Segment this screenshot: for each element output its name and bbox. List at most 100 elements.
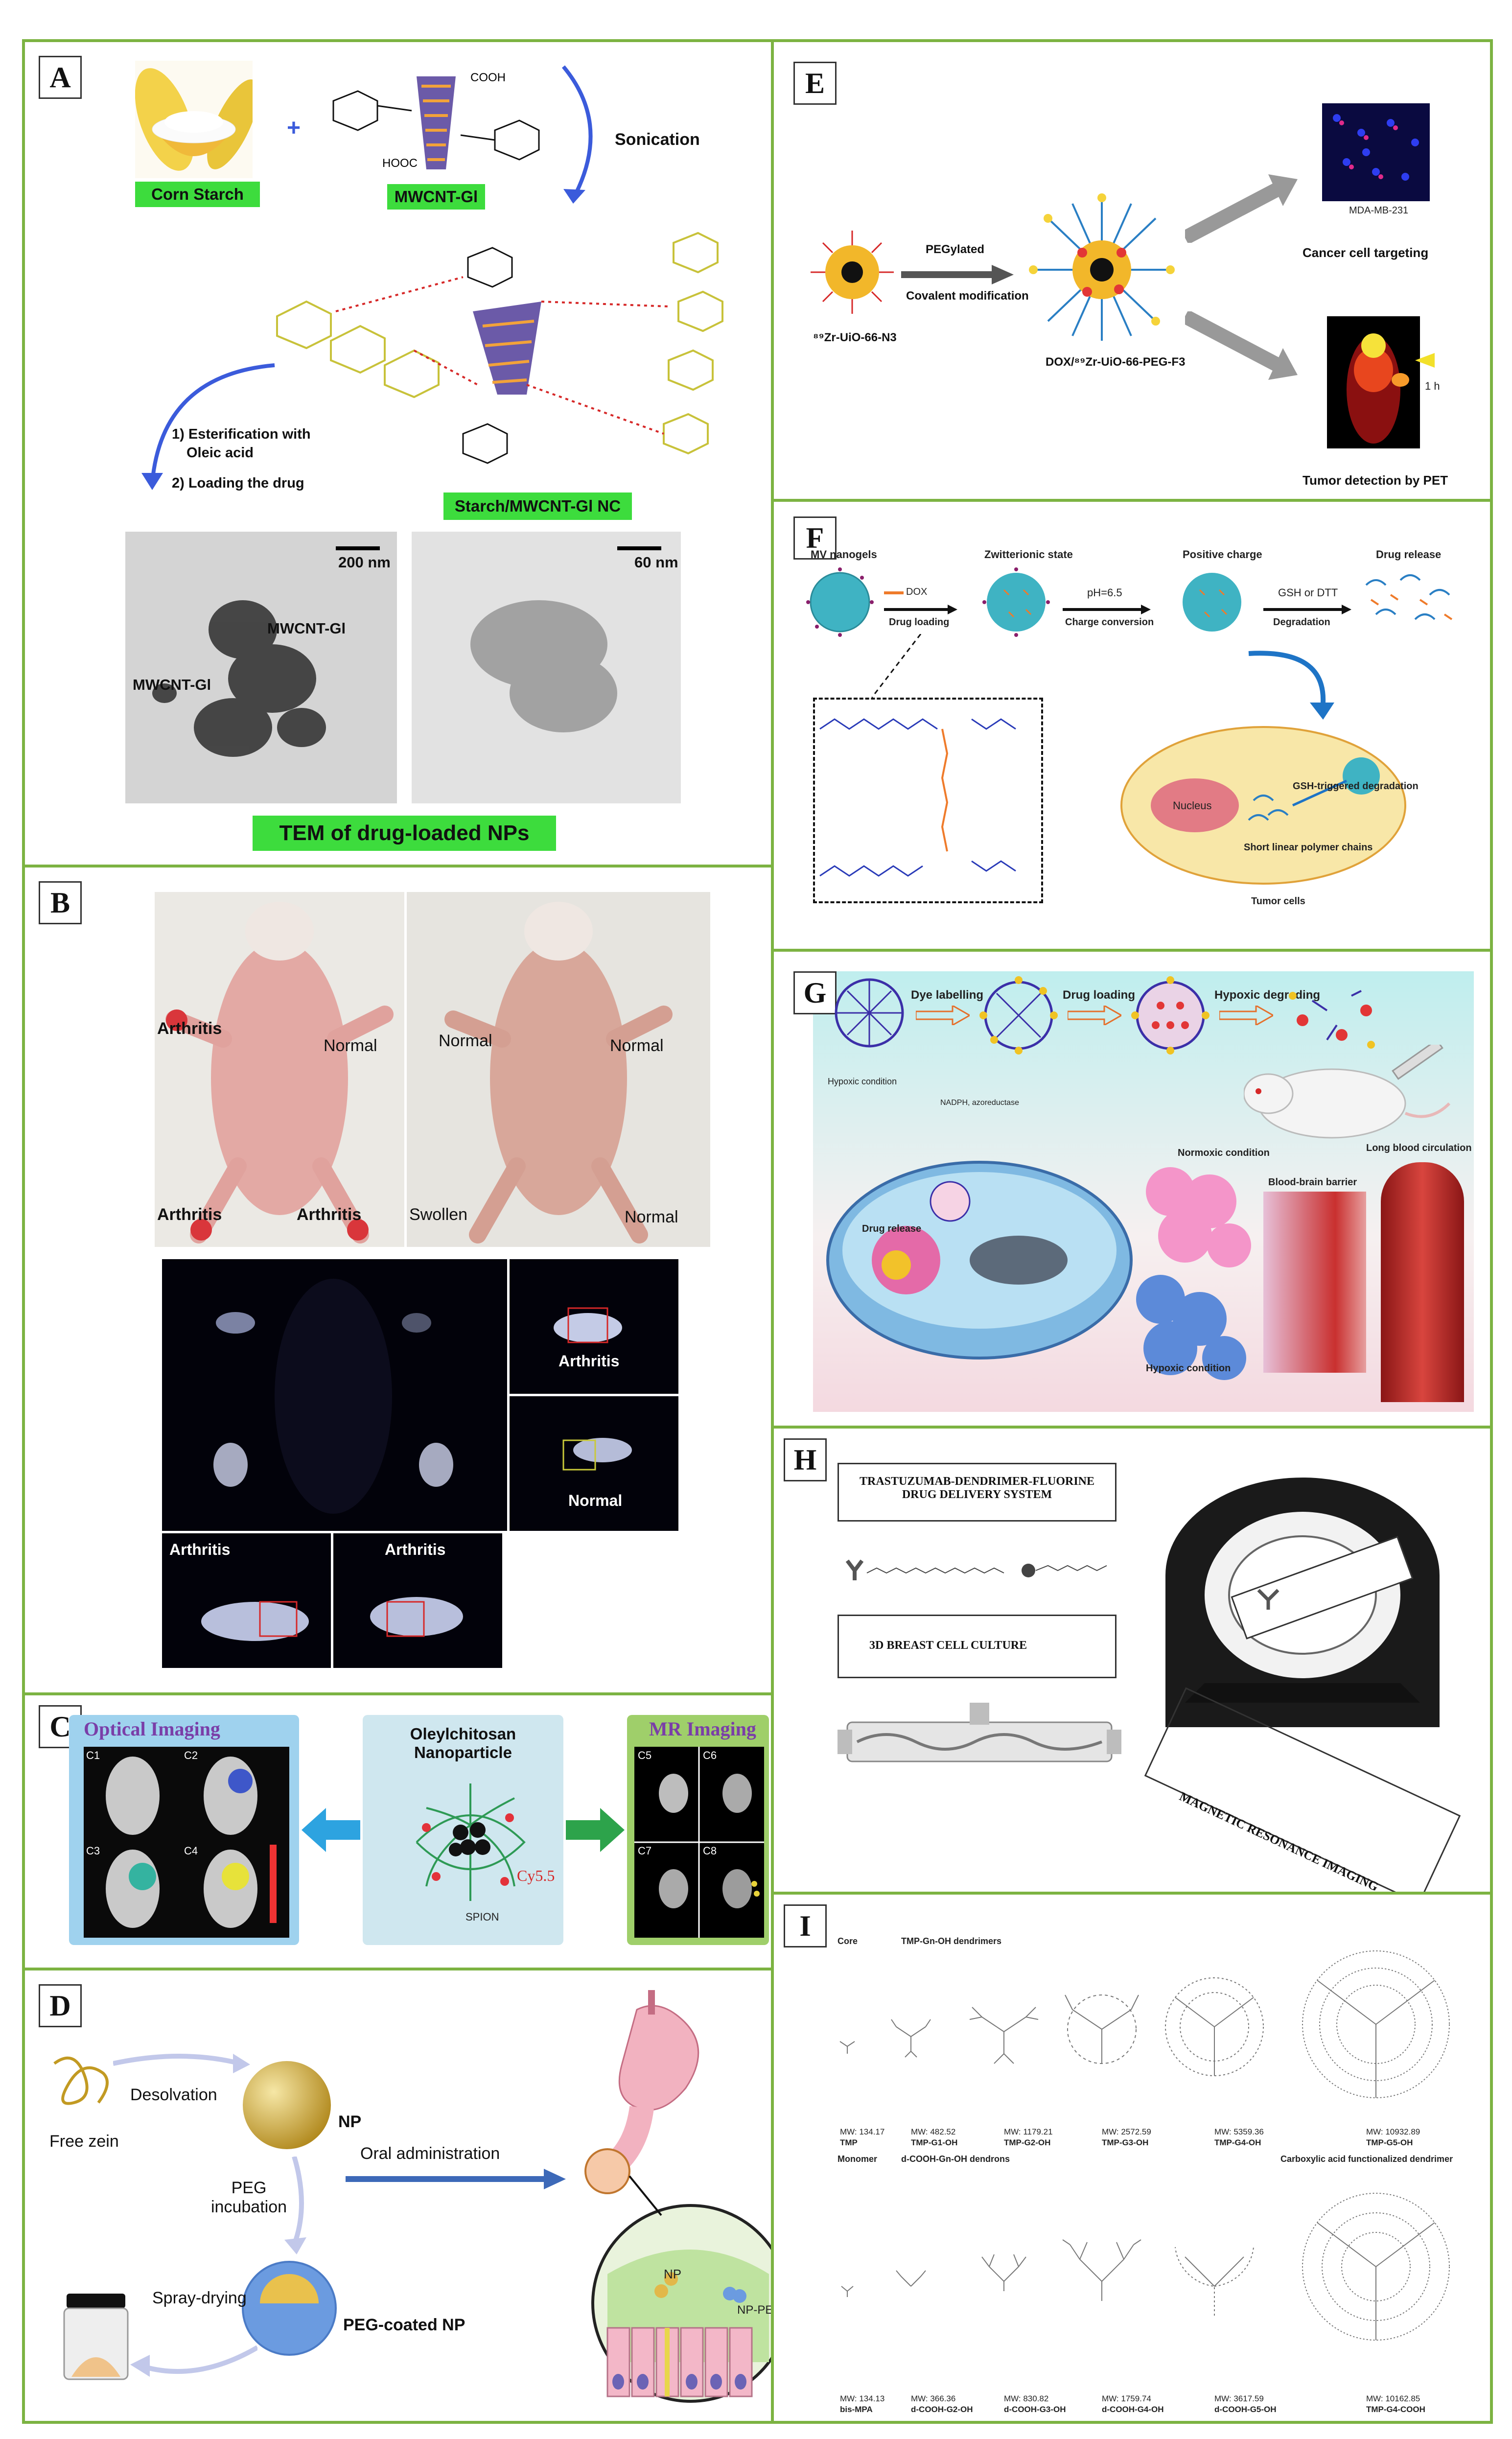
mwcnt-gl-molecule: COOH HOOC	[324, 57, 549, 194]
mouse2-label-br: Normal	[625, 1208, 678, 1226]
culture-box	[837, 1615, 1117, 1678]
blood-vessel-illustration	[1381, 1162, 1464, 1402]
c4-label: C4	[184, 1845, 198, 1857]
nadph-label: NADPH, azoreductase	[940, 1099, 1019, 1107]
arrow-3-icon	[1263, 605, 1351, 614]
connector-dashes	[872, 634, 922, 698]
panel-letter-h: H	[784, 1438, 827, 1481]
fluorescence-bottom-left	[162, 1533, 331, 1668]
core-label: Core	[837, 1936, 858, 1946]
np-label: NP	[338, 2112, 362, 2131]
right-arrow-icon	[566, 1808, 625, 1852]
mouse1-label-bl: Arthritis	[157, 1205, 222, 1224]
step1b-label: Oleic acid	[186, 445, 254, 461]
degraded-fragments	[1289, 990, 1375, 1049]
nanogel-1	[806, 567, 874, 637]
delivery-system-title: TRASTUZUMAB-DENDRIMER-FLUORINE DRUG DELI…	[859, 1475, 1095, 1501]
cancer-targeting-label: Cancer cell targeting	[1303, 245, 1429, 260]
drug-loading-label: Drug loading	[889, 617, 950, 628]
peg-incubation-label: PEG incubation	[211, 2179, 287, 2216]
row2-mw-0: MW: 134.13	[840, 2394, 885, 2403]
mouse2-label-tl: Normal	[439, 1032, 492, 1050]
covalent-label: Covalent modification	[906, 289, 1029, 303]
degradation-label: Degradation	[1273, 617, 1330, 628]
panel-letter-a: A	[39, 56, 82, 99]
corn-starch-tag: Corn Starch	[135, 182, 260, 207]
mwcnt-arrow-label-2: MWCNT-Gl	[133, 676, 211, 693]
zr-uio-particle	[811, 231, 894, 314]
left-arrow-icon	[302, 1808, 360, 1852]
nanogel-2	[982, 567, 1050, 637]
row2-name-2: d-COOH-G3-OH	[1004, 2405, 1066, 2414]
c6-label: C6	[703, 1749, 717, 1761]
free-zein-squiggle	[53, 2056, 109, 2105]
row2-name-0: bis-MPA	[840, 2405, 873, 2414]
row1-mw-0: MW: 134.17	[840, 2127, 885, 2136]
row1-mw-4: MW: 5359.36	[1214, 2127, 1264, 2136]
mr-imaging-title: MR Imaging	[649, 1718, 756, 1740]
g-arrow-2	[1068, 1006, 1121, 1025]
peg-coated-np-label: PEG-coated NP	[343, 2316, 465, 2334]
row1-name-3: TMP-G3-OH	[1102, 2138, 1149, 2147]
pegylation-arrow-icon	[901, 265, 1014, 284]
dendrimer-row-1	[839, 1950, 1450, 2098]
panel-letter-f: F	[793, 516, 837, 560]
panel-letter-g: G	[793, 971, 837, 1014]
charge-conversion-label: Charge conversion	[1065, 617, 1154, 628]
desolvation-label: Desolvation	[130, 2086, 217, 2104]
bbb-label: Blood-brain barrier	[1268, 1177, 1357, 1188]
tem-caption-tag: TEM of drug-loaded NPs	[253, 816, 556, 851]
corn-starch-image	[135, 61, 253, 178]
normoxic-label: Normoxic condition	[1178, 1148, 1270, 1158]
row2-mw-1: MW: 366.36	[911, 2394, 956, 2403]
row2-mw-2: MW: 830.82	[1004, 2394, 1049, 2403]
row1-name-1: TMP-G1-OH	[911, 2138, 958, 2147]
c1-label: C1	[86, 1749, 100, 1761]
hypoxic-condition-rx-label: Hypoxic condition	[828, 1077, 897, 1086]
cage-2	[979, 976, 1058, 1055]
mwcnt-gl-tag: MWCNT-Gl	[387, 184, 485, 210]
mouse1-label-br: Arthritis	[297, 1205, 362, 1224]
row2-name-4: d-COOH-G5-OH	[1214, 2405, 1277, 2414]
step1-label: 1) Esterification with	[172, 426, 311, 442]
curve-arrow-icon	[1248, 651, 1334, 720]
desolvation-arrow-icon	[113, 2054, 250, 2073]
short-chains-label: Short linear polymer chains	[1244, 842, 1373, 853]
cell-cluster	[1136, 1167, 1251, 1380]
np-small-label: NP	[664, 2267, 682, 2281]
nucleus-label: Nucleus	[1173, 799, 1212, 812]
title-box	[837, 1463, 1117, 1522]
mr-images-grid	[634, 1747, 764, 1938]
row2-title: d-COOH-Gn-OH dendrons	[901, 2154, 1010, 2164]
row2-mw-4: MW: 3617.59	[1214, 2394, 1264, 2403]
mouse1-label-tr: Normal	[324, 1036, 377, 1055]
reaction-scheme-text: Hypoxic condition	[828, 1077, 897, 1087]
c5-label: C5	[638, 1749, 652, 1761]
bbb-illustration	[1263, 1192, 1366, 1373]
scale-bar-200nm: 200 nm	[338, 554, 391, 571]
row2-name-5: TMP-G4-COOH	[1366, 2405, 1425, 2414]
mwcnt-arrow-label-1: MWCNT-Gl	[267, 620, 346, 637]
panel-letter-e: E	[793, 62, 837, 105]
mouse2-label-tr: Normal	[610, 1036, 664, 1055]
dox-zr-peg-label: DOX/⁸⁹Zr-UiO-66-PEG-F3	[1046, 355, 1186, 369]
step2-label: 2) Loading the drug	[172, 475, 304, 491]
dox-legend-line	[884, 591, 904, 594]
panel-b: B Arthritis Normal Arthritis Arthritis N…	[22, 865, 778, 1695]
panel-letter-d: D	[39, 1984, 82, 2027]
plus-sign: +	[287, 115, 301, 141]
drug-release-label: Drug release	[1376, 548, 1442, 561]
breast-culture-title: 3D BREAST CELL CULTURE	[869, 1639, 1027, 1652]
sonication-arrow-icon	[561, 65, 593, 204]
scale-bar-60nm: 60 nm	[634, 554, 678, 571]
g-arrow-3	[1219, 1006, 1273, 1025]
optical-imaging-title: Optical Imaging	[84, 1718, 220, 1740]
oral-administration-label: Oral administration	[360, 2144, 500, 2163]
monomer-label: Monomer	[837, 2154, 877, 2164]
dox-zr-peg-particle	[1029, 193, 1175, 341]
row1-name-0: TMP	[840, 2138, 858, 2147]
panel-g: G Dye labelling Drug loading Hypoxic deg…	[771, 949, 1493, 1429]
conjugate-structure	[845, 1559, 1107, 1580]
optical-mice-grid	[84, 1747, 289, 1938]
fluorescence-bottom-right	[333, 1533, 502, 1668]
